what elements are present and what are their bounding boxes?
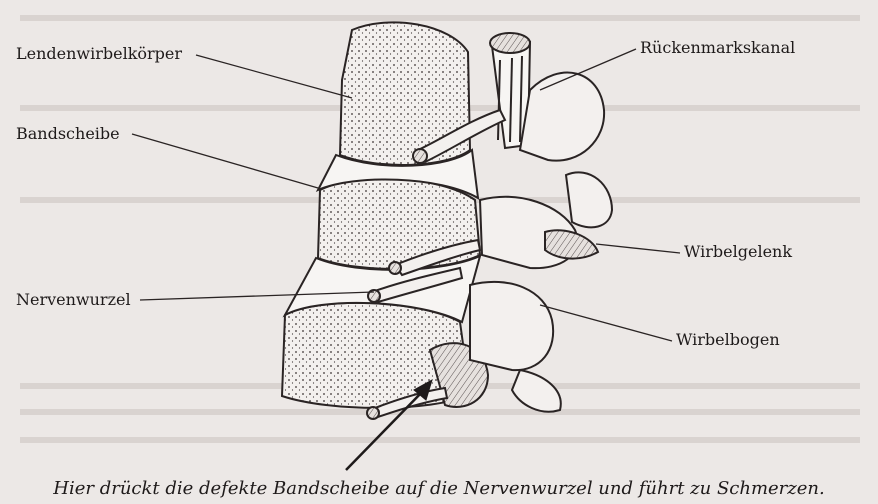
leader-wirbelbogen — [540, 305, 672, 341]
label-wirbelgelenk: Wirbelgelenk — [684, 242, 792, 261]
articular-process — [566, 172, 612, 227]
leader-wirbelgelenk — [596, 244, 680, 253]
caption: Hier drückt die defekte Bandscheibe auf … — [0, 478, 878, 499]
leader-lendenwirbelkoerper — [196, 55, 352, 98]
facet-joint — [545, 230, 598, 258]
label-rueckenmarkskanal: Rückenmarkskanal — [640, 38, 795, 57]
spinous-process — [512, 370, 561, 412]
arch-upper — [520, 73, 604, 161]
leader-bandscheibe — [132, 134, 318, 188]
arch-lower — [470, 282, 553, 370]
label-lendenwirbelkoerper: Lendenwirbelkörper — [16, 44, 182, 63]
label-wirbelbogen: Wirbelbogen — [676, 330, 780, 349]
label-nervenwurzel: Nervenwurzel — [16, 290, 131, 309]
label-bandscheibe: Bandscheibe — [16, 124, 120, 143]
